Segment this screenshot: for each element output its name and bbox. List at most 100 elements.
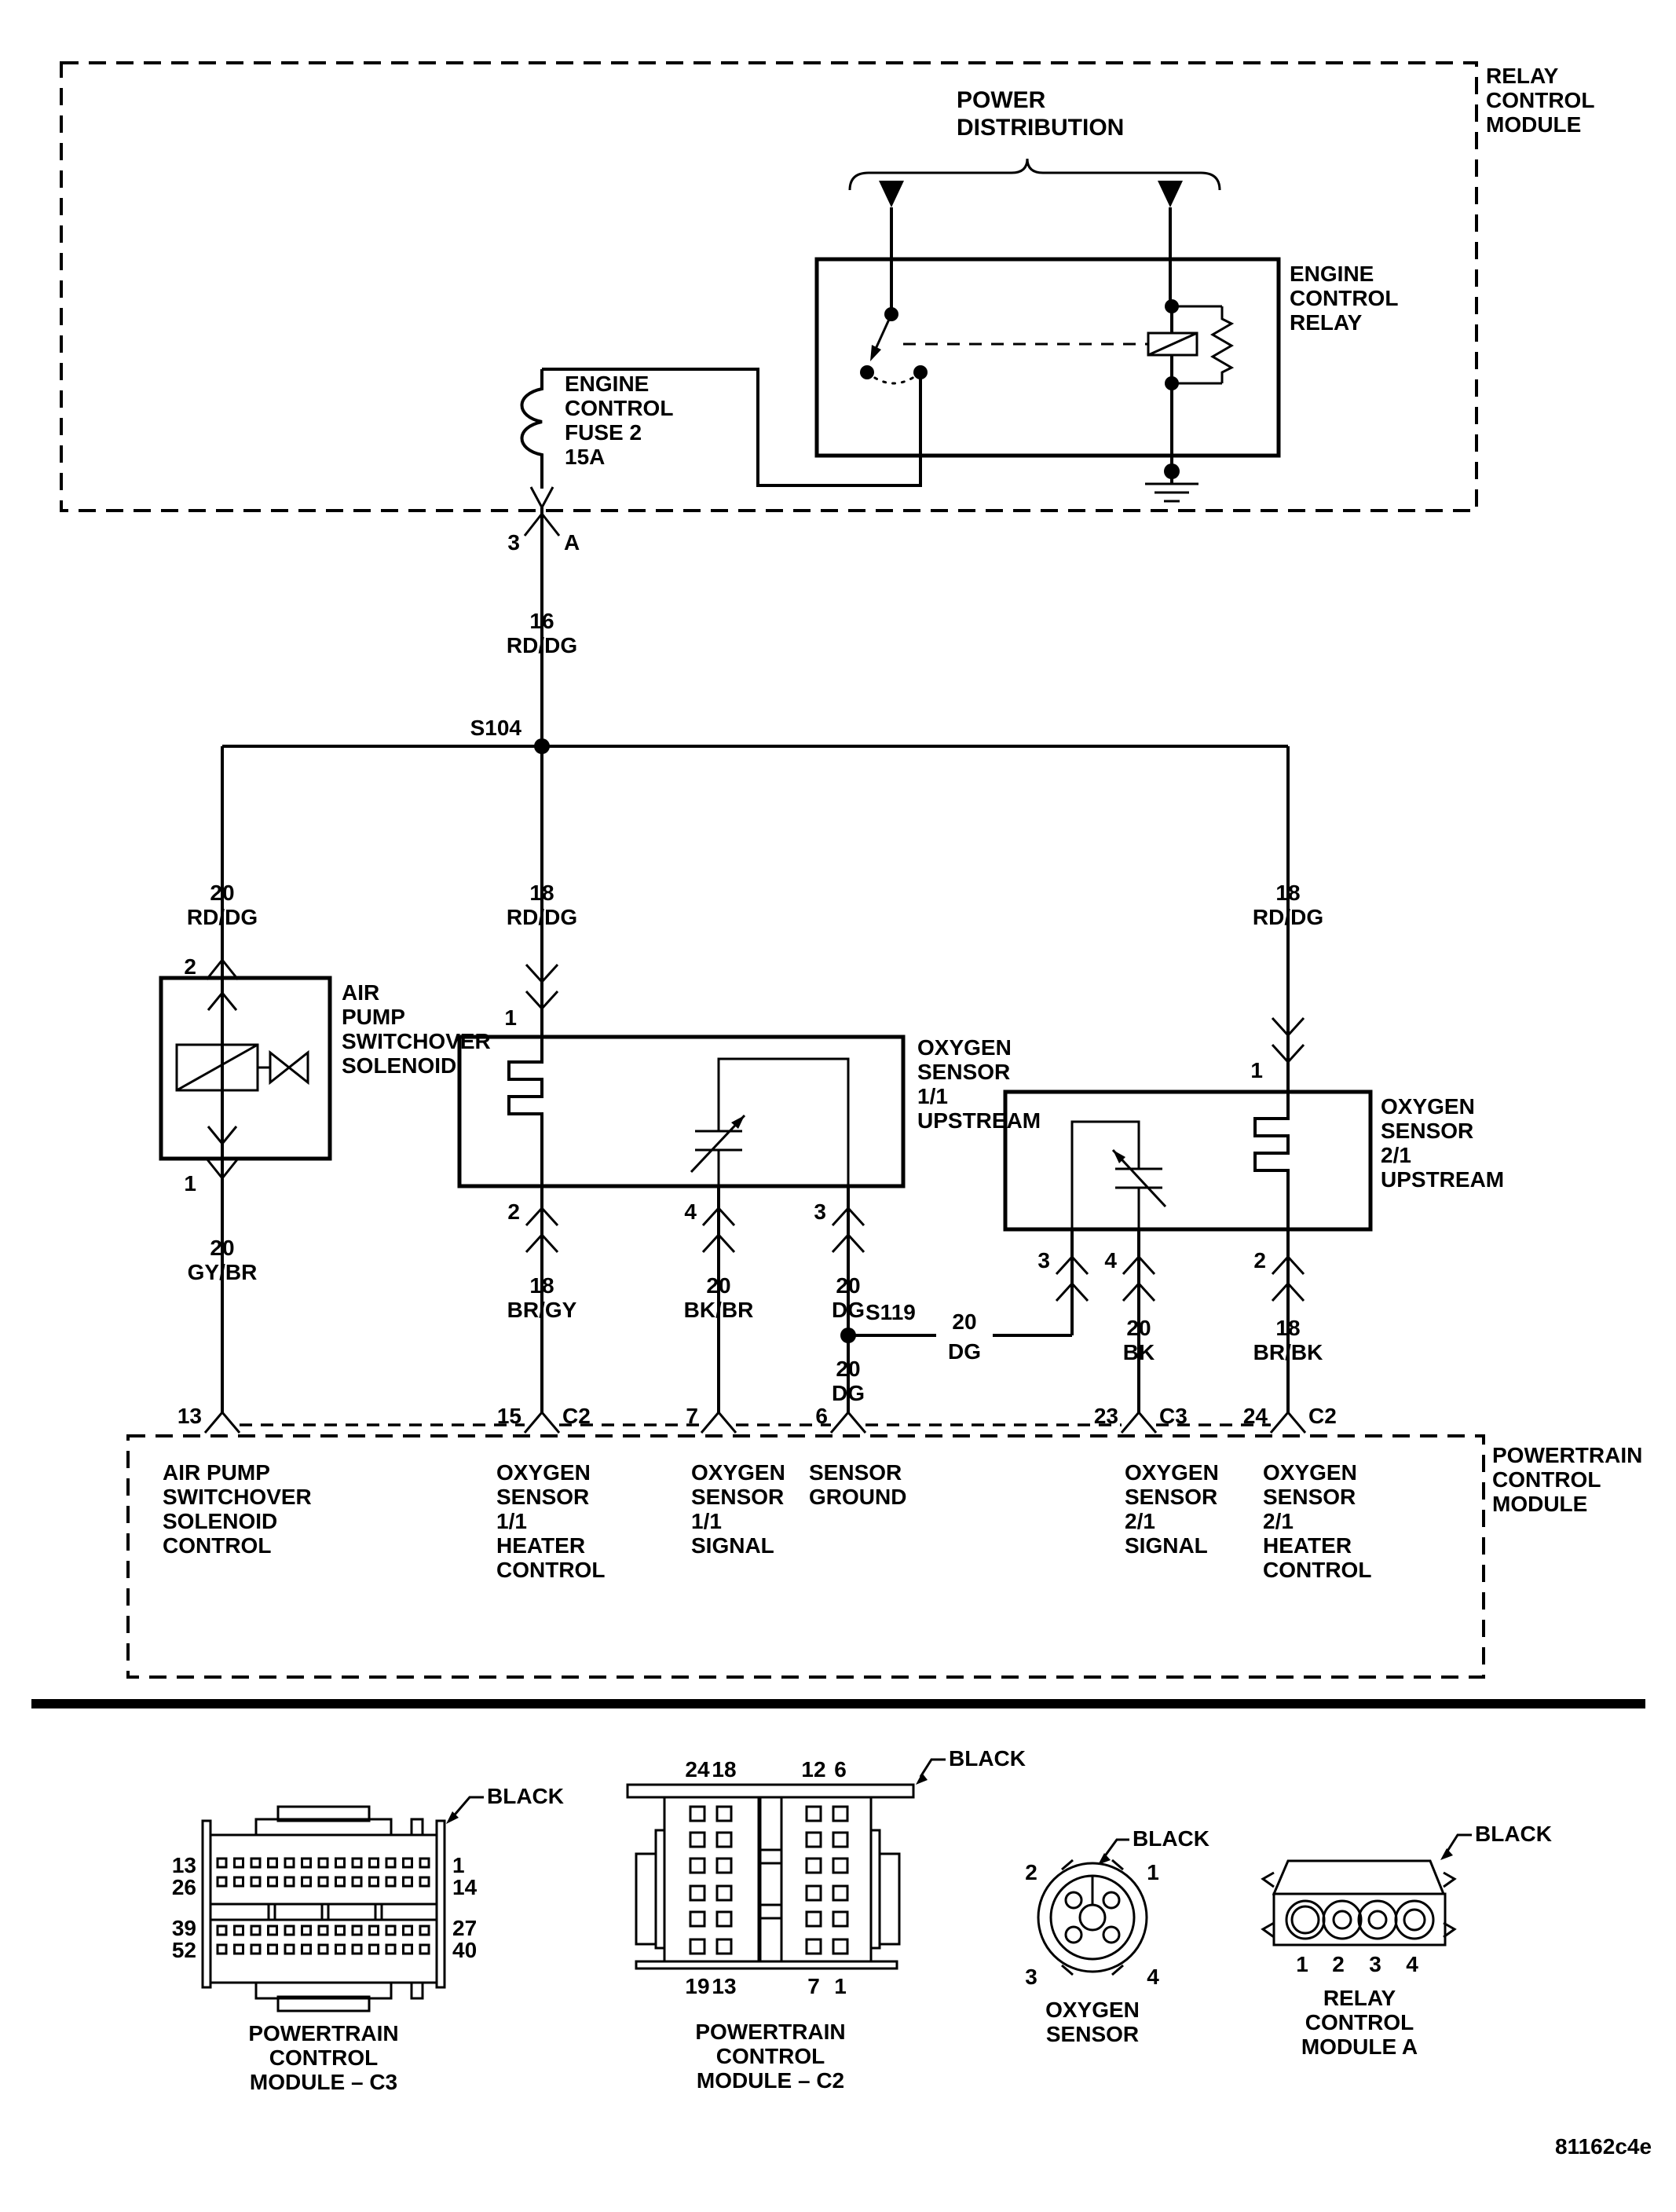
connector-color-label: BLACK [949,1746,1026,1771]
connector-cavity [1064,1925,1083,1944]
connector-half [780,1796,873,1963]
air-pump-branch: 20 RD/DG 2 AIR PUMP SWITCHOVER SOLENOID … [159,746,491,1412]
oxygen-sensor-11-branch: 18 RD/DG 1 OXYGEN SENSOR 1/1 UPSTREAM 2 … [457,746,1041,1412]
pcm-pin-connector: C3 [1159,1404,1187,1428]
inline-connector-chevrons-icon [831,1206,865,1254]
connector-pin-label: 39 [172,1916,196,1940]
powertrain-control-module-label: MODULE [1492,1492,1587,1516]
heater-element-icon [1253,1092,1290,1229]
wire-color: RD/DG [1253,905,1323,929]
connector-pin-label: 1 [452,1853,465,1877]
callout-arrow [1445,1833,1472,1853]
wire-gauge: 18 [1275,881,1300,905]
oxygen-sensor-21-branch: 18 RD/DG 1 OXYGEN SENSOR 2/1 UPSTREAM 3 … [1003,746,1504,1412]
sensor-element-icon [690,1057,850,1186]
wire-gauge: 18 [529,1273,554,1298]
pcm-function-line: CONTROL [1263,1558,1371,1582]
connector-pin-label: 13 [712,1974,736,1998]
pcm-function-line: 1/1 [496,1509,527,1533]
pcm-pin-number: 13 [177,1404,202,1428]
connector-tab [410,1981,424,2000]
relay-control-module-label: MODULE [1486,112,1581,137]
connector-pin-label: 12 [801,1757,825,1782]
connector-pin-label: 6 [834,1757,847,1782]
connector-caption: CONTROL [269,2045,378,2070]
valve-icon [269,1049,309,1086]
oxygen-sensor-11-outline [457,1035,906,1188]
pcm-function-line: 2/1 [1263,1509,1294,1533]
oxygen-sensor-21-label: UPSTREAM [1381,1167,1504,1192]
wire-gauge: 16 [529,609,554,633]
splice-label: S119 [865,1300,916,1324]
fuse-label: ENGINE [565,372,649,396]
pin-grid [216,1857,430,1869]
connector-fork-icon [205,1158,240,1179]
wire-gauge: 20 [836,1273,860,1298]
connector-tab [276,1995,371,2012]
oxygen-sensor-21-label: OXYGEN [1381,1094,1475,1119]
splice-label: S104 [470,716,522,740]
connector-cavity-inner [1367,1910,1388,1930]
connector-caption: POWERTRAIN [248,2021,398,2045]
connector-view-pcm-c2: 24 18 12 6 19 13 7 1 BLACK POWERTRAIN CO… [626,1746,1026,2093]
callout-arrowhead-icon [1440,1848,1453,1860]
pcm-function-line: SENSOR [496,1485,589,1509]
oxygen-sensor-11-label: SENSOR [917,1060,1010,1084]
splice-s119: S119 20 DG 20 DG [832,1300,1072,1405]
connector-pin-label: 7 [807,1974,820,1998]
heater-element-icon [507,1037,543,1186]
connector-view-relay-module-a: 1 2 3 4 BLACK RELAY CONTROL MODULE A [1261,1822,1552,2059]
inline-connector-chevrons-icon [1271,1016,1305,1064]
relay-module-pin-3A: 3 A 16 RD/DG [507,507,580,746]
wire-color: GY/BR [188,1260,258,1284]
connector-caption: OXYGEN [1045,1998,1140,2022]
connector-color-label: BLACK [1133,1826,1209,1851]
air-pump-label: SOLENOID [342,1053,456,1078]
wire-gauge: 18 [1275,1316,1300,1340]
connector-wing [878,1852,901,1946]
pcm-function-o2-11-signal: OXYGEN SENSOR 1/1 SIGNAL [691,1460,785,1558]
callout-arrow [919,1758,946,1778]
diagram-id-label: 81162c4e [1555,2134,1652,2159]
pcm-function-line: SIGNAL [1125,1533,1208,1558]
wire-color: DG [948,1339,981,1364]
air-pump-label: PUMP [342,1005,405,1029]
relay-switch-throw-arc [865,371,922,385]
pcm-function-sensor-ground: SENSOR GROUND [809,1460,906,1509]
power-distribution-label: POWER [957,87,1046,113]
pcm-function-line: CONTROL [496,1558,605,1582]
pcm-function-o2-21-signal: OXYGEN SENSOR 2/1 SIGNAL [1125,1460,1219,1558]
connector-view-pcm-c3: 13 26 39 52 1 14 27 40 BLACK POWERTRAIN … [172,1784,564,2094]
pcm-function-line: OXYGEN [1125,1460,1219,1485]
connector-wing [635,1852,657,1946]
pin-number: 2 [507,1199,520,1224]
air-pump-solenoid-outline [159,976,332,1161]
pcm-function-line: SENSOR [1125,1485,1217,1509]
inline-connector-chevrons-icon [1055,1254,1089,1302]
callout-arrow [449,1796,484,1820]
pin-grid [216,1943,430,1955]
pin-number: 4 [1104,1248,1117,1273]
cavity-letter: A [564,530,580,555]
pcm-pin-connector: C2 [562,1404,591,1428]
connector-center-hole [1078,1903,1107,1932]
connector-view-oxygen-sensor: 2 1 3 4 BLACK OXYGEN SENSOR [1025,1826,1209,2046]
connector-pin-label: 3 [1025,1965,1037,1989]
pin-number: 2 [184,954,196,979]
connector-spine-dividers [760,1848,781,1920]
ground-node [1164,463,1180,479]
connector-channel-dividers [267,1904,383,1920]
callout-arrow [1103,1838,1129,1858]
wire-gauge: 20 [952,1309,976,1334]
pin-number: 3 [814,1199,826,1224]
pcm-function-line: HEATER [496,1533,585,1558]
connector-side-tabs [1261,1871,1457,1939]
connector-cavity [1102,1925,1121,1944]
connector-pin-label: 13 [172,1853,196,1877]
connector-pin-label: 24 [685,1757,710,1782]
powertrain-control-module: 13 15 C2 7 6 23 C3 24 C2 AIR PUMP SWITCH… [126,1404,1642,1679]
oxygen-sensor-21-outline [1003,1090,1373,1232]
wire-color: BK/BR [684,1298,754,1322]
border-arrow-icon [529,486,554,508]
